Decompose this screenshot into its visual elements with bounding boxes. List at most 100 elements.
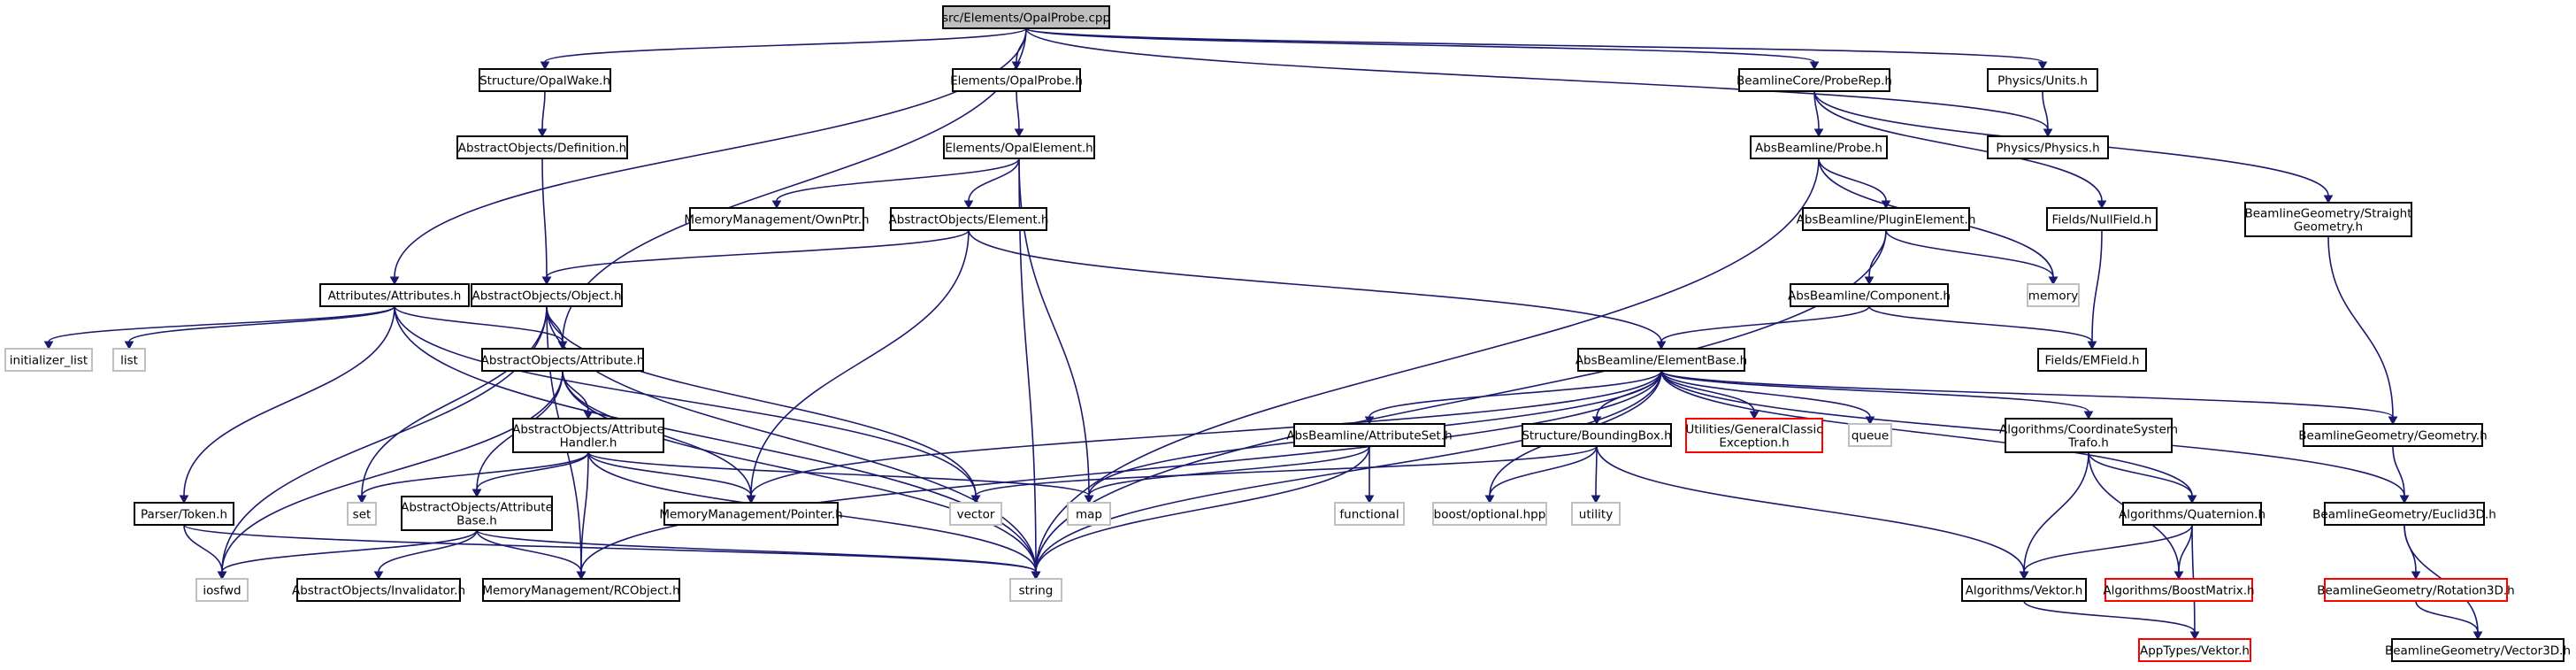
node-boundingbox[interactable]: Structure/BoundingBox.h xyxy=(1522,423,1672,447)
node-ownptr[interactable]: MemoryManagement/OwnPtr.h xyxy=(684,207,870,231)
node-initlist[interactable]: initializer_list xyxy=(4,348,93,372)
node-map[interactable]: map xyxy=(1067,502,1111,526)
node-opalwake[interactable]: Structure/OpalWake.h xyxy=(479,68,611,92)
node-label: AbstractObjects/Attribute.h xyxy=(481,354,645,368)
node-box xyxy=(2037,348,2147,372)
node-pointer[interactable]: MemoryManagement/Pointer.h xyxy=(659,502,843,526)
node-emfield[interactable]: Fields/EMField.h xyxy=(2037,348,2147,372)
node-definition[interactable]: AbstractObjects/Definition.h xyxy=(456,135,628,159)
node-physics[interactable]: Physics/Physics.h xyxy=(1987,135,2109,159)
node-label: string xyxy=(1019,584,1054,598)
edge-attrbase-to-invalidator xyxy=(373,529,478,581)
node-probere[interactable]: BeamlineCore/ProbeRep.h xyxy=(1736,68,1892,92)
node-euclid3d[interactable]: BeamlineGeometry/Euclid3D.h xyxy=(2312,502,2496,526)
node-vector[interactable]: vector xyxy=(949,502,1002,526)
node-pluginelement[interactable]: AbsBeamline/PluginElement.h xyxy=(1797,207,1976,231)
node-appvektor[interactable]: AppTypes/Vektor.h xyxy=(2138,638,2251,662)
edge-attrhandler-to-attrbase xyxy=(472,451,589,498)
node-label: Structure/OpalWake.h xyxy=(479,74,610,89)
node-label: vector xyxy=(957,508,995,522)
node-utility[interactable]: utility xyxy=(1571,502,1621,526)
node-list[interactable]: list xyxy=(112,348,146,372)
node-geometry[interactable]: BeamlineGeometry/Geometry.h xyxy=(2298,423,2488,447)
edge-elementbase-to-geometry xyxy=(1660,370,2398,426)
node-string[interactable]: string xyxy=(1009,578,1062,602)
edge-boundingbox-to-vector xyxy=(970,445,1598,504)
node-memory[interactable]: memory xyxy=(2027,283,2080,307)
node-box xyxy=(942,5,1110,29)
node-label: Algorithms/Quaternion.h xyxy=(2119,508,2266,522)
node-box xyxy=(2122,502,2262,526)
node-set[interactable]: set xyxy=(347,502,377,526)
edge-attributeset-to-map xyxy=(1084,445,1370,504)
node-box xyxy=(943,135,1095,159)
node-attributeset[interactable]: AbsBeamline/AttributeSet.h xyxy=(1286,423,1453,447)
node-label: Elements/OpalProbe.h xyxy=(950,74,1083,89)
node-label: AbstractObjects/Attribute xyxy=(512,423,664,437)
edge-object-to-iosfwd xyxy=(217,305,548,581)
node-label: boost/optional.hpp xyxy=(1434,508,1546,522)
node-label: Algorithms/Vektor.h xyxy=(1966,584,2083,598)
node-attribute[interactable]: AbstractObjects/Attribute.h xyxy=(481,348,645,372)
node-label: BeamlineGeometry/Straight xyxy=(2244,207,2411,221)
node-nullfield[interactable]: Fields/NullField.h xyxy=(2046,207,2158,231)
node-component[interactable]: AbsBeamline/Component.h xyxy=(1788,283,1951,307)
edge-definition-to-object xyxy=(541,158,552,286)
node-absprobe[interactable]: AbsBeamline/Probe.h xyxy=(1750,135,1888,159)
node-element[interactable]: AbstractObjects/Element.h xyxy=(889,207,1049,231)
node-box xyxy=(2104,578,2253,602)
node-queue[interactable]: queue xyxy=(1848,423,1892,447)
node-rotation3d[interactable]: BeamlineGeometry/Rotation3D.h xyxy=(2317,578,2515,602)
edge-element-to-elementbase xyxy=(968,229,1667,350)
node-elementbase[interactable]: AbsBeamline/ElementBase.h xyxy=(1576,348,1747,372)
node-units[interactable]: Physics/Units.h xyxy=(1987,68,2098,92)
node-quaternion[interactable]: Algorithms/Quaternion.h xyxy=(2119,502,2266,526)
node-opalelement[interactable]: Elements/OpalElement.h xyxy=(943,135,1095,159)
node-label: AbsBeamline/Component.h xyxy=(1788,289,1951,304)
node-el-opalprobe[interactable]: Elements/OpalProbe.h xyxy=(950,68,1083,92)
node-label: Algorithms/CoordinateSystem xyxy=(1999,423,2178,437)
node-box xyxy=(1848,423,1892,447)
node-box xyxy=(319,283,470,307)
node-object[interactable]: AbstractObjects/Object.h xyxy=(471,283,623,307)
node-label: BeamlineGeometry/Geometry.h xyxy=(2298,429,2487,443)
node-label: Fields/NullField.h xyxy=(2052,213,2152,227)
node-label: Geometry.h xyxy=(2294,220,2363,235)
node-label: queue xyxy=(1852,429,1889,443)
node-box xyxy=(1571,502,1621,526)
node-box xyxy=(1067,502,1111,526)
edge-attributes-to-list xyxy=(124,305,395,350)
edge-boundingbox-to-algvektor xyxy=(1596,445,2029,581)
node-root[interactable]: src/Elements/OpalProbe.cpp xyxy=(942,5,1110,29)
node-functional[interactable]: functional xyxy=(1334,502,1405,526)
node-optional[interactable]: boost/optional.hpp xyxy=(1432,502,1547,526)
node-iosfwd[interactable]: iosfwd xyxy=(196,578,249,602)
node-algvektor[interactable]: Algorithms/Vektor.h xyxy=(1961,578,2087,602)
edge-root-to-opalwake xyxy=(540,27,1027,71)
node-boostmatrix[interactable]: Algorithms/BoostMatrix.h xyxy=(2103,578,2255,602)
node-label: utility xyxy=(1579,508,1613,522)
node-label: Exception.h xyxy=(1719,436,1789,451)
node-box xyxy=(1293,423,1445,447)
node-box xyxy=(2046,207,2158,231)
node-label: Trafo.h xyxy=(2067,436,2109,451)
node-parsertoken[interactable]: Parser/Token.h xyxy=(134,502,234,526)
node-label: list xyxy=(120,354,138,368)
edge-units-to-physics xyxy=(2042,90,2053,138)
node-rcobject[interactable]: MemoryManagement/RCObject.h xyxy=(482,578,680,602)
edge-element-to-object xyxy=(541,229,970,286)
node-label: src/Elements/OpalProbe.cpp xyxy=(942,12,1110,26)
node-box xyxy=(196,578,249,602)
edge-attrhandler-to-map xyxy=(587,451,1094,504)
node-label: AbstractObjects/Attribute xyxy=(401,501,553,515)
node-attributes[interactable]: Attributes/Attributes.h xyxy=(319,283,470,307)
node-vector3d[interactable]: BeamlineGeometry/Vector3D.h xyxy=(2385,638,2571,662)
node-invalidator[interactable]: AbstractObjects/Invalidator.h xyxy=(292,578,465,602)
edge-coordtrafo-to-quaternion xyxy=(2088,451,2197,504)
edge-attrbase-to-string xyxy=(476,529,1041,581)
